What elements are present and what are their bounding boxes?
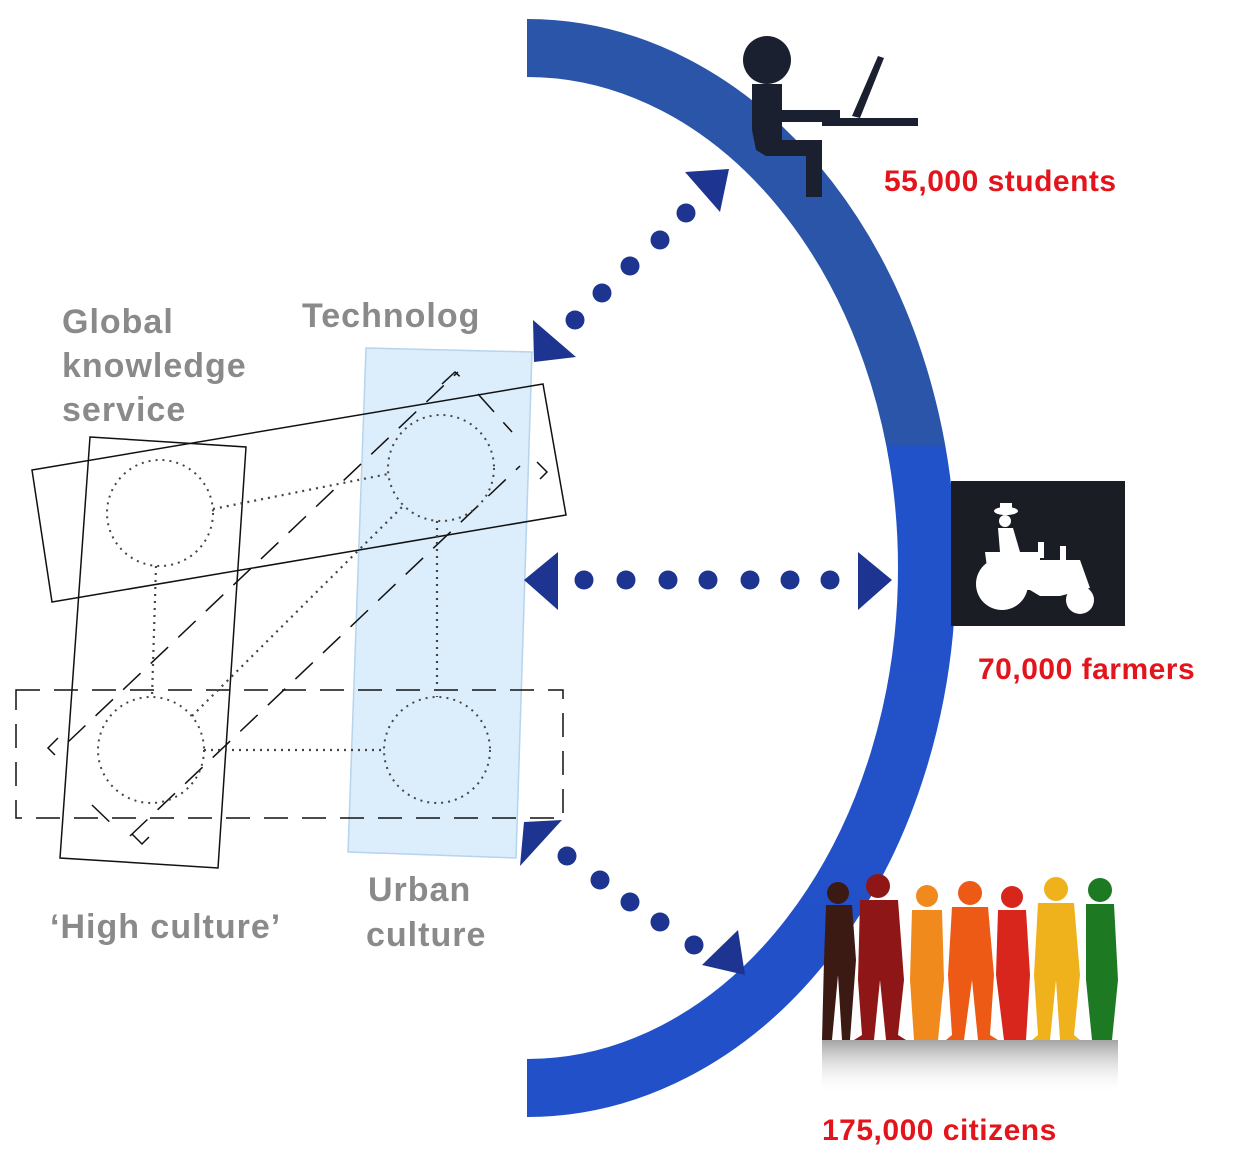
high-culture-box: [59, 436, 247, 869]
person-7: [1086, 878, 1118, 1040]
label-urban-culture-1: Urban: [368, 871, 471, 909]
label-urban-culture-2: culture: [366, 916, 486, 954]
label-global-knowledge-3: service: [62, 391, 186, 429]
arrow-to-farmers: [524, 552, 892, 610]
label-global-knowledge-1: Global: [62, 303, 174, 341]
node-connectors: [150, 472, 439, 752]
node-global: [106, 459, 214, 567]
node-high-culture: [97, 696, 205, 804]
label-technology: Technolog: [302, 297, 480, 335]
technology-dashed-band: [46, 370, 549, 846]
node-urban: [383, 696, 491, 804]
community-arc: [526, 19, 956, 1117]
farmer-on-tractor-icon: [951, 481, 1125, 626]
person-2: [854, 874, 906, 1040]
arrow-to-citizens: [520, 820, 745, 975]
label-high-culture: ‘High culture’: [50, 908, 281, 946]
stat-farmers: 70,000 farmers: [978, 653, 1195, 686]
person-4: [946, 881, 998, 1040]
student-at-laptop-icon: [743, 36, 918, 197]
urban-culture-band: [347, 347, 533, 859]
node-technology: [387, 414, 495, 522]
stat-citizens: 175,000 citizens: [822, 1114, 1057, 1147]
person-3: [910, 885, 944, 1040]
label-global-knowledge-2: knowledge: [62, 347, 247, 385]
crowd-silhouette-icon: [822, 874, 1118, 1095]
arrow-to-students: [533, 169, 729, 362]
person-6: [1032, 877, 1080, 1040]
urban-dashed-box: [15, 689, 564, 819]
stat-students: 55,000 students: [884, 165, 1117, 198]
global-knowledge-box: [31, 383, 567, 603]
person-1: [822, 882, 856, 1040]
person-5: [996, 886, 1030, 1040]
